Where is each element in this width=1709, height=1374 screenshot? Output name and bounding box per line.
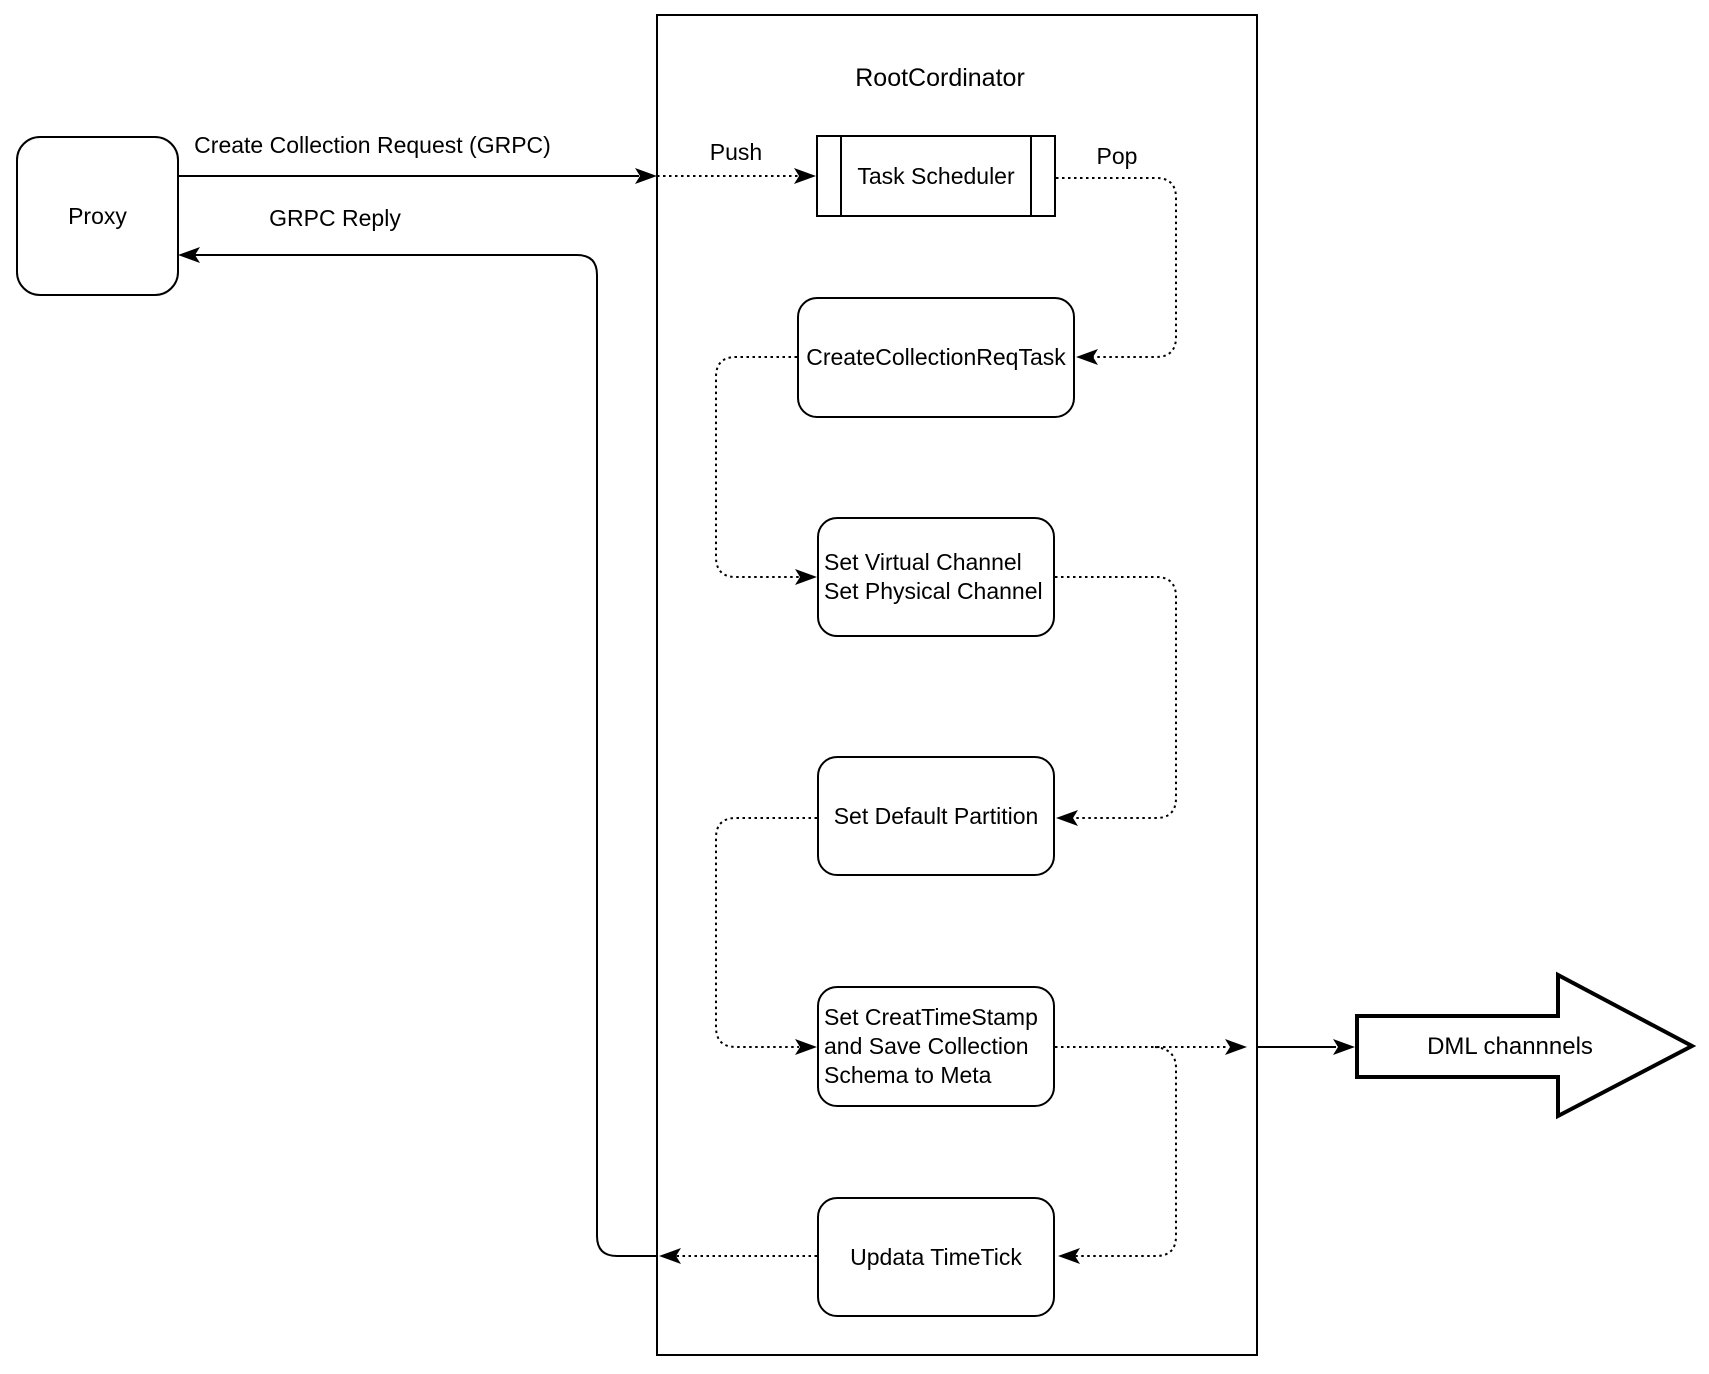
set-default-partition-label: Set Default Partition <box>833 802 1039 829</box>
edge-label-grpc-reply: GRPC Reply <box>269 205 401 231</box>
edge-label-push: Push <box>709 139 763 165</box>
set-timestamp-line2: and Save Collection <box>824 1033 1029 1059</box>
dml-channels-arrow-shape <box>1355 971 1697 1120</box>
set-timestamp-line1: Set CreatTimeStamp <box>824 1004 1038 1030</box>
node-set-channels: Set Virtual Channel Set Physical Channel <box>817 517 1055 637</box>
edge-channels-to-partition <box>1055 576 1177 819</box>
arrowhead-partition <box>1056 810 1078 826</box>
edge-grpc-reply <box>195 254 656 1257</box>
create-collection-req-task-label: CreateCollectionReqTask <box>806 344 1066 370</box>
set-channels-line2: Set Physical Channel <box>824 578 1043 604</box>
arrowhead-pop <box>1076 349 1098 365</box>
arrowhead-dml-channels <box>1333 1039 1355 1055</box>
edge-label-pop: Pop <box>1096 143 1138 169</box>
node-proxy: Proxy <box>16 136 179 296</box>
arrowhead-grpc-reply <box>178 247 200 263</box>
task-scheduler-left-divider <box>840 137 842 215</box>
arrowhead-create-request <box>635 168 657 184</box>
node-update-timetick: Updata TimeTick <box>817 1197 1055 1317</box>
edge-pop <box>1056 177 1177 358</box>
arrowhead-timestamp-dml <box>1225 1039 1247 1055</box>
update-timetick-label: Updata TimeTick <box>850 1243 1022 1270</box>
node-task-scheduler: Task Scheduler <box>816 135 1056 217</box>
arrowhead-timetick <box>1058 1248 1080 1264</box>
arrowhead-timetick-reply <box>659 1248 681 1264</box>
dml-channels-label: DML channnels <box>1427 1033 1593 1060</box>
edge-partition-to-timestamp <box>715 817 817 1048</box>
set-channels-line1: Set Virtual Channel <box>824 549 1022 575</box>
set-timestamp-line3: Schema to Meta <box>824 1062 992 1088</box>
task-scheduler-right-divider <box>1030 137 1032 215</box>
arrowhead-timestamp <box>795 1039 817 1055</box>
arrowhead-push <box>794 168 816 184</box>
rootcoordinator-container <box>656 14 1258 1356</box>
node-set-timestamp: Set CreatTimeStamp and Save Collection S… <box>817 986 1055 1107</box>
task-scheduler-label: Task Scheduler <box>857 162 1015 189</box>
arrowhead-channels <box>795 569 817 585</box>
proxy-label: Proxy <box>68 202 127 229</box>
rootcoordinator-title: RootCordinator <box>855 64 1025 92</box>
edge-label-create-request: Create Collection Request (GRPC) <box>194 132 551 158</box>
node-create-collection-req-task: CreateCollectionReqTask <box>797 297 1075 418</box>
node-set-default-partition: Set Default Partition <box>817 756 1055 876</box>
